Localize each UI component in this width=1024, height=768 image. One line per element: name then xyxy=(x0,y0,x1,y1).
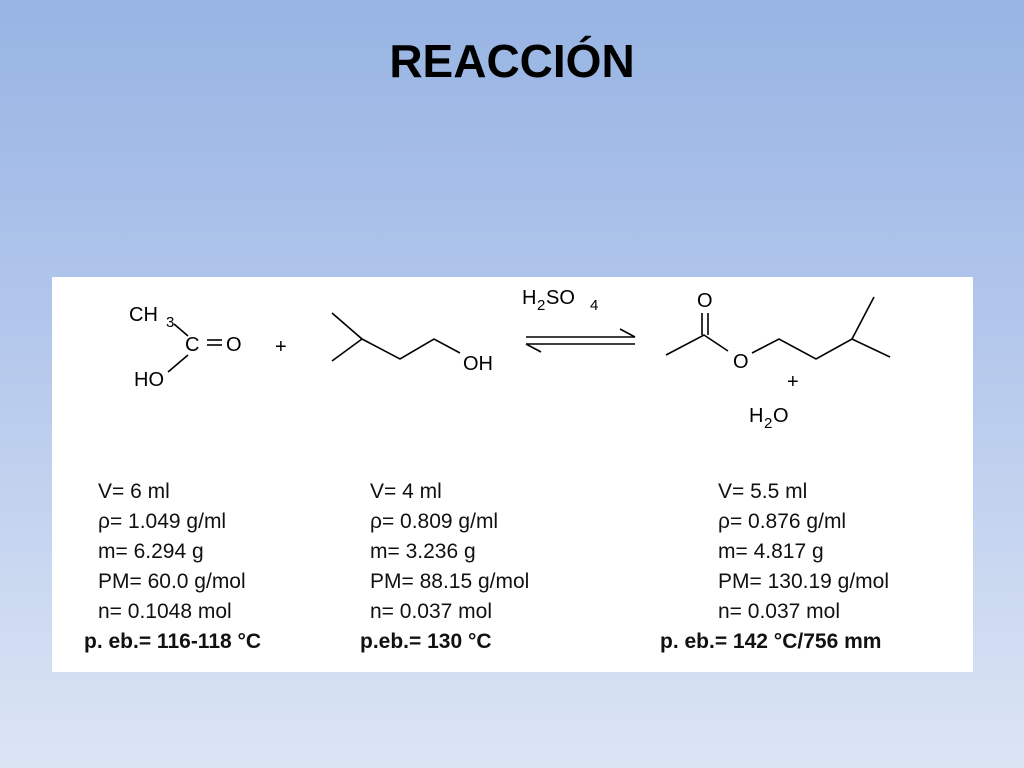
water-h: H xyxy=(749,405,763,427)
acid-ch3-subscript: 3 xyxy=(166,314,174,331)
acid-ch3-label: CH xyxy=(129,304,158,326)
alcohol-molar-mass: PM= 88.15 g/mol xyxy=(370,570,530,593)
ester-branch-bond xyxy=(851,296,875,340)
acid-carbon-label: C xyxy=(185,334,199,356)
equilibrium-arrows xyxy=(525,328,636,353)
ester-chain-bonds xyxy=(751,338,891,360)
acid-properties: V= 6 ml ρ= 1.049 g/ml m= 6.294 g PM= 60.… xyxy=(84,477,261,657)
ester-carbonyl-o-label: O xyxy=(697,290,713,312)
alcohol-volume: V= 4 ml xyxy=(370,480,442,503)
catalyst-so: SO xyxy=(546,287,575,309)
alcohol-isopropyl-bonds xyxy=(331,312,364,362)
alcohol-boiling-point: p.eb.= 130 °C xyxy=(360,630,492,653)
catalyst-label: H 2 SO 4 xyxy=(522,287,598,314)
acid-bond-c-oh xyxy=(167,354,189,373)
water-o: O xyxy=(773,405,789,427)
acid-moles: n= 0.1048 mol xyxy=(98,600,232,623)
alcohol-density: ρ= 0.809 g/ml xyxy=(370,510,499,533)
ester-acyl-bonds xyxy=(665,334,729,356)
acid-boiling-point: p. eb.= 116-118 °C xyxy=(84,630,262,653)
acid-molar-mass: PM= 60.0 g/mol xyxy=(98,570,246,593)
water-label: H 2 O xyxy=(749,405,789,432)
alcohol-oh-label: OH xyxy=(463,353,493,375)
reverse-arrow-head xyxy=(525,343,542,353)
plus-sign-reactants: + xyxy=(275,336,287,358)
plus-sign-products: + xyxy=(787,371,799,393)
acid-density: ρ= 1.049 g/ml xyxy=(98,510,227,533)
catalyst-sub-4: 4 xyxy=(590,297,598,314)
forward-arrow-head xyxy=(619,328,636,338)
catalyst-h: H xyxy=(522,287,536,309)
ester-volume: V= 5.5 ml xyxy=(718,480,808,503)
acid-bond-ch3-c xyxy=(173,323,189,337)
ester-moles: n= 0.037 mol xyxy=(718,600,841,623)
alcohol-moles: n= 0.037 mol xyxy=(370,600,493,623)
reaction-panel: CH 3 C O HO + OH H 2 SO 4 xyxy=(52,277,973,672)
slide-title: REACCIÓN xyxy=(389,35,635,87)
acid-carbonyl-o-label: O xyxy=(226,334,242,356)
ester-properties: V= 5.5 ml ρ= 0.876 g/ml m= 4.817 g PM= 1… xyxy=(660,477,890,657)
ester-density: ρ= 0.876 g/ml xyxy=(718,510,847,533)
alcohol-mass: m= 3.236 g xyxy=(370,540,476,563)
alcohol-chain-bonds xyxy=(361,338,461,360)
water-sub-2: 2 xyxy=(764,415,772,432)
isoamyl-acetate-structure: O O xyxy=(665,290,891,373)
reaction-scheme: CH 3 C O HO + OH H 2 SO 4 xyxy=(129,287,891,432)
acid-volume: V= 6 ml xyxy=(98,480,170,503)
alcohol-properties: V= 4 ml ρ= 0.809 g/ml m= 3.236 g PM= 88.… xyxy=(360,477,530,657)
catalyst-sub-2: 2 xyxy=(537,297,545,314)
ester-boiling-point: p. eb.= 142 °C/756 mm xyxy=(660,630,882,653)
ester-chain-o-label: O xyxy=(733,351,749,373)
ester-mass: m= 4.817 g xyxy=(718,540,824,563)
acid-ho-label: HO xyxy=(134,369,164,391)
acid-mass: m= 6.294 g xyxy=(98,540,204,563)
isoamyl-alcohol-structure: OH xyxy=(331,312,493,375)
ester-molar-mass: PM= 130.19 g/mol xyxy=(718,570,890,593)
acetic-acid-structure: CH 3 C O HO xyxy=(129,304,242,391)
